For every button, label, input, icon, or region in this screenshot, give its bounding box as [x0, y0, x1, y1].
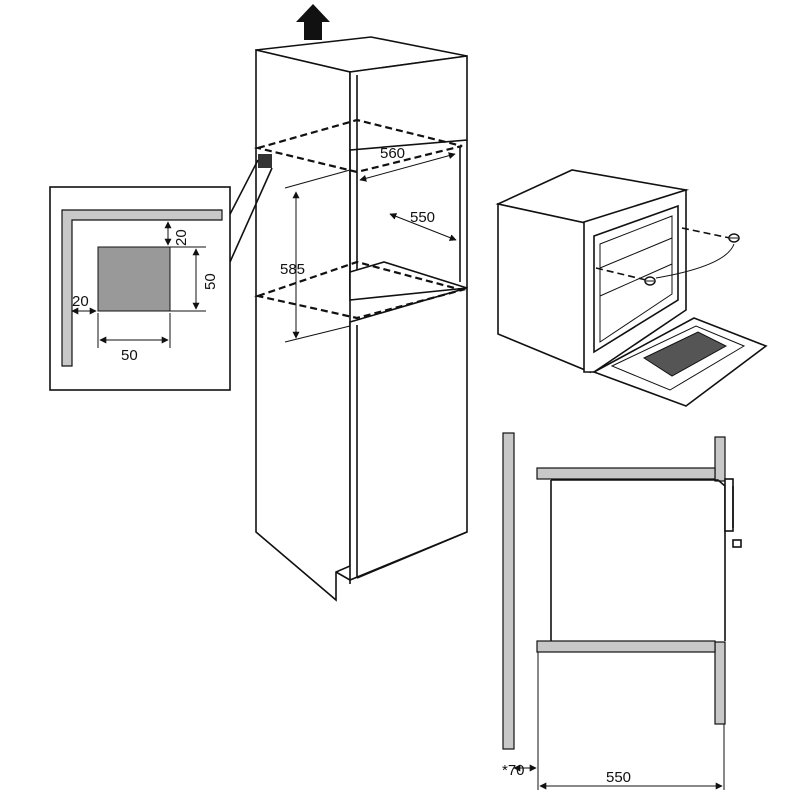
- cabinet-front-lower: [714, 641, 726, 725]
- cabinet-side: [255, 48, 351, 602]
- up-arrow-icon: [296, 4, 330, 40]
- vent-opening: [258, 154, 272, 168]
- screw-icon: [644, 276, 656, 286]
- cabinet-top-box: [349, 55, 468, 151]
- lower-shelf: [536, 640, 716, 653]
- dim-section-depth-550: 550: [606, 769, 631, 786]
- upper-shelf: [536, 467, 716, 480]
- cabinet-back-panel: [502, 432, 515, 750]
- vent-dim-width-50: 50: [121, 347, 138, 364]
- dim-width-560: 560: [380, 145, 405, 162]
- dim-gap-70: *70: [502, 762, 525, 779]
- dim-height-585: 585: [280, 261, 305, 278]
- vent-dim-height-50: 50: [202, 273, 219, 290]
- oven-drawing: [495, 169, 768, 407]
- cabinet-lower-door: [349, 286, 468, 582]
- oven-door-glass: [642, 331, 728, 377]
- vent-dim-top-20: 20: [173, 229, 190, 246]
- side-section-view: *70 550: [502, 432, 742, 790]
- vent-square: [97, 246, 171, 312]
- vent-dim-left-20: 20: [72, 293, 89, 310]
- tall-cabinet: 560 550 585: [225, 36, 468, 602]
- cabinet-front-upper: [714, 436, 726, 482]
- screw-icon: [728, 233, 740, 243]
- vent-detail-box: 20 50 20 50: [49, 186, 231, 391]
- dim-depth-550: 550: [410, 209, 435, 226]
